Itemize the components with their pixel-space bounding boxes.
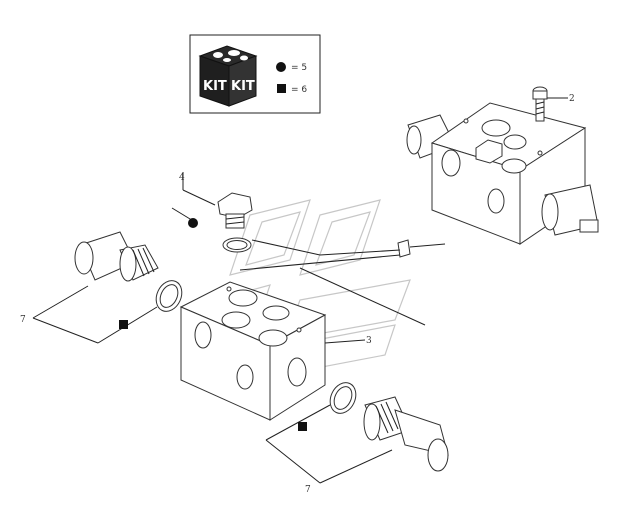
small-fitting <box>239 239 446 326</box>
plug-assembly: 4 <box>171 172 321 256</box>
kit-circle-marker <box>188 218 198 228</box>
kit-icon-text-right: KIT <box>231 79 255 94</box>
callout-block: 3 <box>366 336 372 346</box>
callout-cartridge-left: 7 <box>20 315 26 325</box>
callout-plug: 4 <box>179 173 185 183</box>
upper-valve-block <box>406 102 599 245</box>
kit-circle-icon <box>276 62 286 72</box>
kit-legend-circle-label: = 5 <box>291 63 307 73</box>
callout-bolt-top: 2 <box>569 94 575 104</box>
left-cartridge: 7 <box>20 231 183 344</box>
kit-icon-text-left: KIT <box>203 79 227 94</box>
kit-legend-square-label: = 6 <box>291 85 307 95</box>
kit-square-marker-left <box>119 320 128 329</box>
kit-icon: KIT KIT <box>198 45 258 107</box>
bottom-cartridge: 7 <box>265 382 449 495</box>
kit-legend-box: KIT KIT = 5 = 6 <box>189 34 321 114</box>
bolt-top: 2 <box>532 86 575 122</box>
kit-square-icon <box>277 84 286 93</box>
callout-cartridge-bottom: 7 <box>305 485 311 495</box>
kit-square-marker-bottom <box>298 422 307 431</box>
lower-valve-block: 3 <box>179 281 372 421</box>
